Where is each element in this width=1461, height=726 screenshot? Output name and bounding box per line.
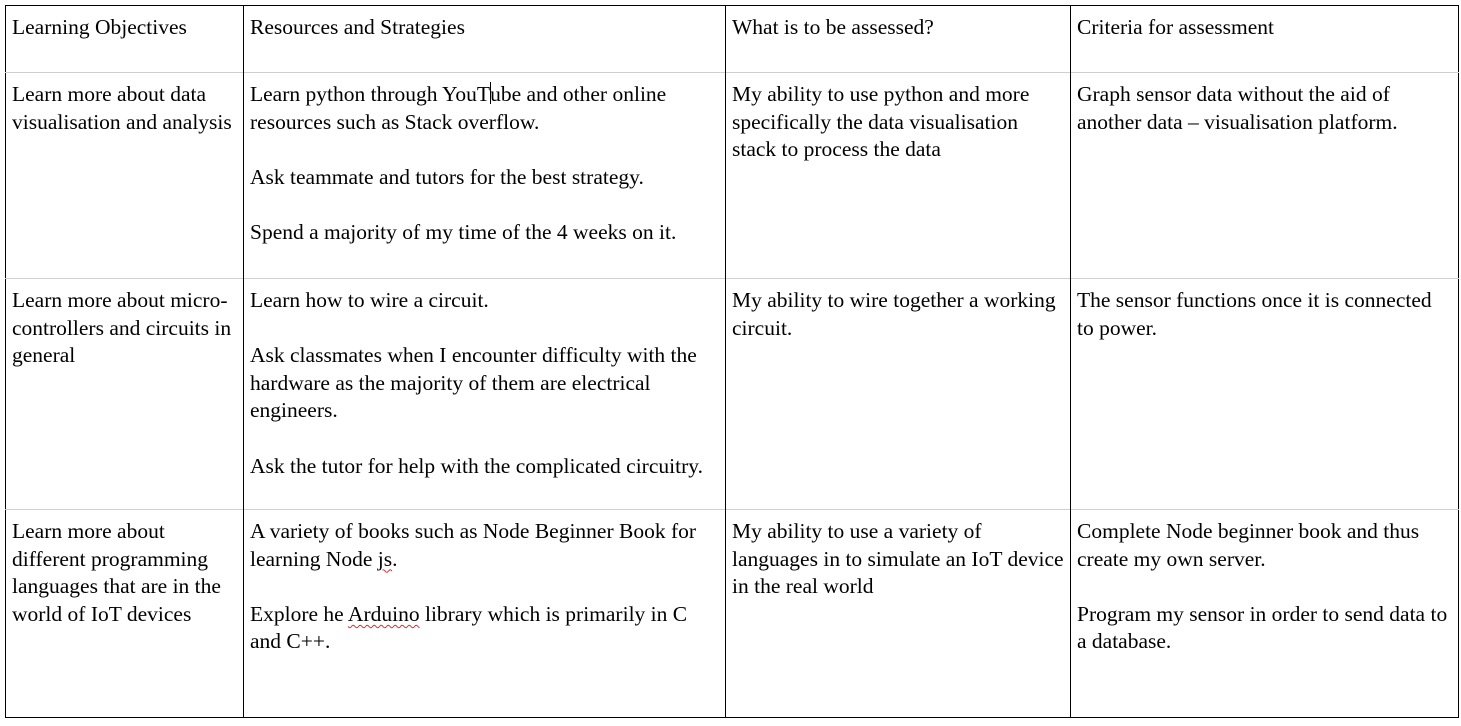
spellcheck-flagged-word[interactable]: Arduino bbox=[347, 601, 420, 626]
table-cell[interactable]: My ability to use python and more specif… bbox=[725, 72, 1071, 279]
resource-paragraph: Explore he Arduino library which is prim… bbox=[250, 601, 719, 656]
objective-text: Learn more about data visualisation and … bbox=[12, 82, 232, 134]
assessed-text: My ability to wire together a working ci… bbox=[732, 288, 1056, 340]
table-cell[interactable]: Complete Node beginner book and thus cre… bbox=[1070, 509, 1459, 718]
resource-paragraph: Ask the tutor for help with the complica… bbox=[250, 453, 703, 478]
header-what-assessed: What is to be assessed? bbox=[732, 15, 934, 39]
spellcheck-flagged-word[interactable]: js bbox=[377, 546, 393, 571]
table-cell[interactable]: A variety of books such as Node Beginner… bbox=[243, 509, 726, 718]
resource-text: library which is primarily in C and C++. bbox=[250, 601, 688, 654]
table-cell[interactable]: Learn more about micro-controllers and c… bbox=[5, 278, 244, 510]
header-cell[interactable]: What is to be assessed? bbox=[725, 5, 1071, 73]
table-cell[interactable]: The sensor functions once it is connecte… bbox=[1070, 278, 1459, 510]
header-cell[interactable]: Learning Objectives bbox=[5, 5, 244, 73]
resource-text: . bbox=[392, 546, 398, 571]
table-header-row: Learning Objectives Resources and Strate… bbox=[5, 5, 1459, 73]
table-row: Learn more about data visualisation and … bbox=[5, 72, 1459, 279]
resource-text: Explore he bbox=[250, 601, 348, 626]
table-cell[interactable]: My ability to wire together a working ci… bbox=[725, 278, 1071, 510]
table-row: Learn more about different programming l… bbox=[5, 509, 1459, 718]
resource-paragraph: A variety of books such as Node Beginner… bbox=[250, 518, 719, 573]
objective-text: Learn more about different programming l… bbox=[12, 519, 221, 626]
header-cell[interactable]: Criteria for assessment bbox=[1071, 6, 1459, 73]
assessed-text: My ability to use python and more specif… bbox=[732, 82, 1030, 162]
table-cell[interactable]: Graph sensor data without the aid of ano… bbox=[1070, 72, 1459, 279]
assessed-text: My ability to use a variety of languages… bbox=[732, 519, 1064, 599]
header-cell[interactable]: Resources and Strategies bbox=[243, 5, 726, 73]
resource-text: ube and other online resources such as S… bbox=[250, 82, 667, 134]
table-cell[interactable]: Learn more about data visualisation and … bbox=[5, 72, 244, 279]
criteria-paragraph: Program my sensor in order to send data … bbox=[1077, 601, 1448, 654]
header-criteria: Criteria for assessment bbox=[1077, 15, 1275, 39]
header-learning-objectives: Learning Objectives bbox=[12, 15, 187, 39]
resource-paragraph: Learn how to wire a circuit. bbox=[250, 288, 489, 312]
table-cell[interactable]: Learn more about different programming l… bbox=[5, 509, 244, 718]
table-cell[interactable]: My ability to use a variety of languages… bbox=[725, 509, 1071, 718]
resource-paragraph: Ask classmates when I encounter difficul… bbox=[250, 343, 697, 423]
assessment-table: Learning Objectives Resources and Strate… bbox=[5, 5, 1459, 718]
resource-text: A variety of books such as Node Beginner… bbox=[250, 519, 697, 571]
table-cell[interactable]: Learn how to wire a circuit. Ask classma… bbox=[243, 278, 726, 510]
resource-text: Learn python through YouT bbox=[250, 82, 491, 106]
objective-text: Learn more about micro-controllers and c… bbox=[12, 288, 232, 368]
text-cursor bbox=[489, 82, 491, 104]
resource-paragraph: Learn python through YouTube and other o… bbox=[250, 81, 719, 136]
table-row: Learn more about micro-controllers and c… bbox=[5, 278, 1459, 510]
header-resources-strategies: Resources and Strategies bbox=[250, 15, 465, 39]
resource-paragraph: Spend a majority of my time of the 4 wee… bbox=[250, 219, 677, 244]
criteria-text: Graph sensor data without the aid of ano… bbox=[1077, 82, 1398, 134]
resource-paragraph: Ask teammate and tutors for the best str… bbox=[250, 164, 644, 189]
criteria-text: The sensor functions once it is connecte… bbox=[1077, 288, 1432, 340]
table-cell[interactable]: Learn python through YouTube and other o… bbox=[243, 72, 726, 279]
criteria-paragraph: Complete Node beginner book and thus cre… bbox=[1077, 519, 1420, 571]
